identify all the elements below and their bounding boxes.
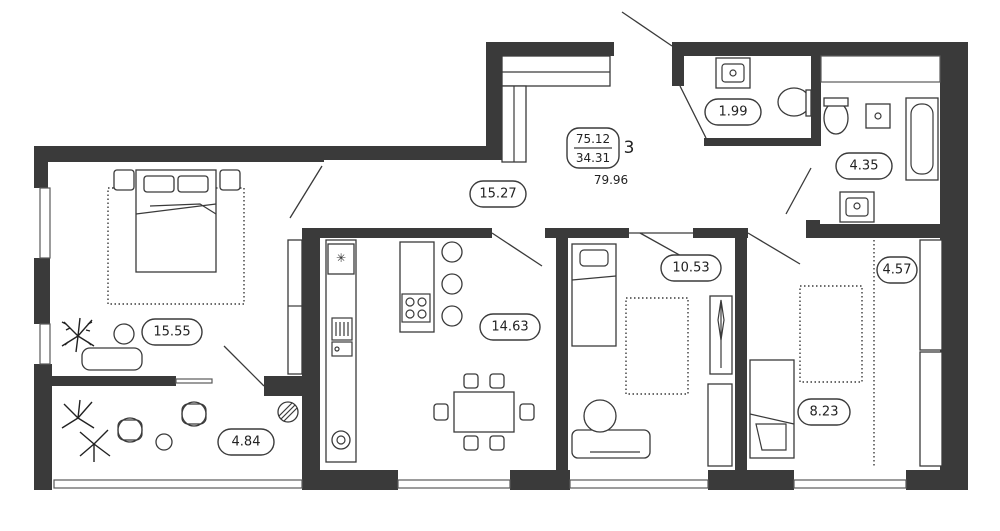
- middle-bedroom-furniture: [571, 243, 733, 467]
- area-label-frame: [876, 256, 918, 284]
- area-label-hallway: 15.27: [469, 180, 527, 208]
- area-label-bathroom: 4.35: [835, 152, 893, 180]
- plant-icon: [61, 399, 111, 462]
- area-label-wc: 1.99: [704, 98, 762, 126]
- living-area: 75.12: [576, 132, 610, 146]
- area-label-bedroom-middle: 10.53: [660, 254, 722, 282]
- rooms-count: 3: [624, 138, 635, 158]
- area-value: 4.84: [232, 435, 261, 450]
- right-bedroom-furniture: [749, 359, 795, 459]
- area-label-wardrobe: 4.57: [876, 256, 918, 284]
- area-label-frame: [660, 254, 722, 282]
- area-label-frame: [217, 428, 275, 456]
- area-value: 15.55: [153, 325, 190, 340]
- area-value: 15.27: [479, 187, 516, 202]
- svg-text:✳: ✳: [336, 251, 346, 265]
- master-bedroom-furniture: [81, 169, 303, 375]
- wardrobe-furniture: [799, 239, 943, 467]
- area-label-frame: [141, 318, 203, 346]
- area-labels: 1.99 4.35 15.27 15.55 14.63 10.53 4.57 8.23 4.84: [141, 98, 918, 456]
- apartment-summary: 75.12 34.31 3 79.96: [566, 127, 635, 187]
- plant-icon: [61, 317, 95, 353]
- total-area: 79.96: [594, 173, 628, 187]
- balcony-furniture: [61, 399, 299, 462]
- area-value: 1.99: [719, 105, 748, 120]
- area-label-kitchen: 14.63: [479, 313, 541, 341]
- area-label-balcony: 4.84: [217, 428, 275, 456]
- walls: [34, 42, 968, 490]
- area-value: 8.23: [810, 405, 839, 420]
- area-value: 14.63: [491, 320, 528, 335]
- kitchen-furniture: ✳: [325, 239, 535, 463]
- area-value: 10.53: [672, 261, 709, 276]
- hallway-wardrobe: [501, 55, 611, 163]
- area-value: 4.57: [883, 263, 912, 278]
- area-value: 4.35: [850, 159, 879, 174]
- area-label-frame: [479, 313, 541, 341]
- area-label-frame: [469, 180, 527, 208]
- area-label-frame: [835, 152, 893, 180]
- area-label-frame: [797, 398, 851, 426]
- wc-fixtures: [715, 57, 812, 117]
- windows: [39, 55, 941, 489]
- area-label-bedroom-master: 15.55: [141, 318, 203, 346]
- area-label-frame: [704, 98, 762, 126]
- bathroom-fixtures: [823, 97, 939, 223]
- rooms-area: 34.31: [576, 151, 610, 165]
- area-label-bedroom-right: 8.23: [797, 398, 851, 426]
